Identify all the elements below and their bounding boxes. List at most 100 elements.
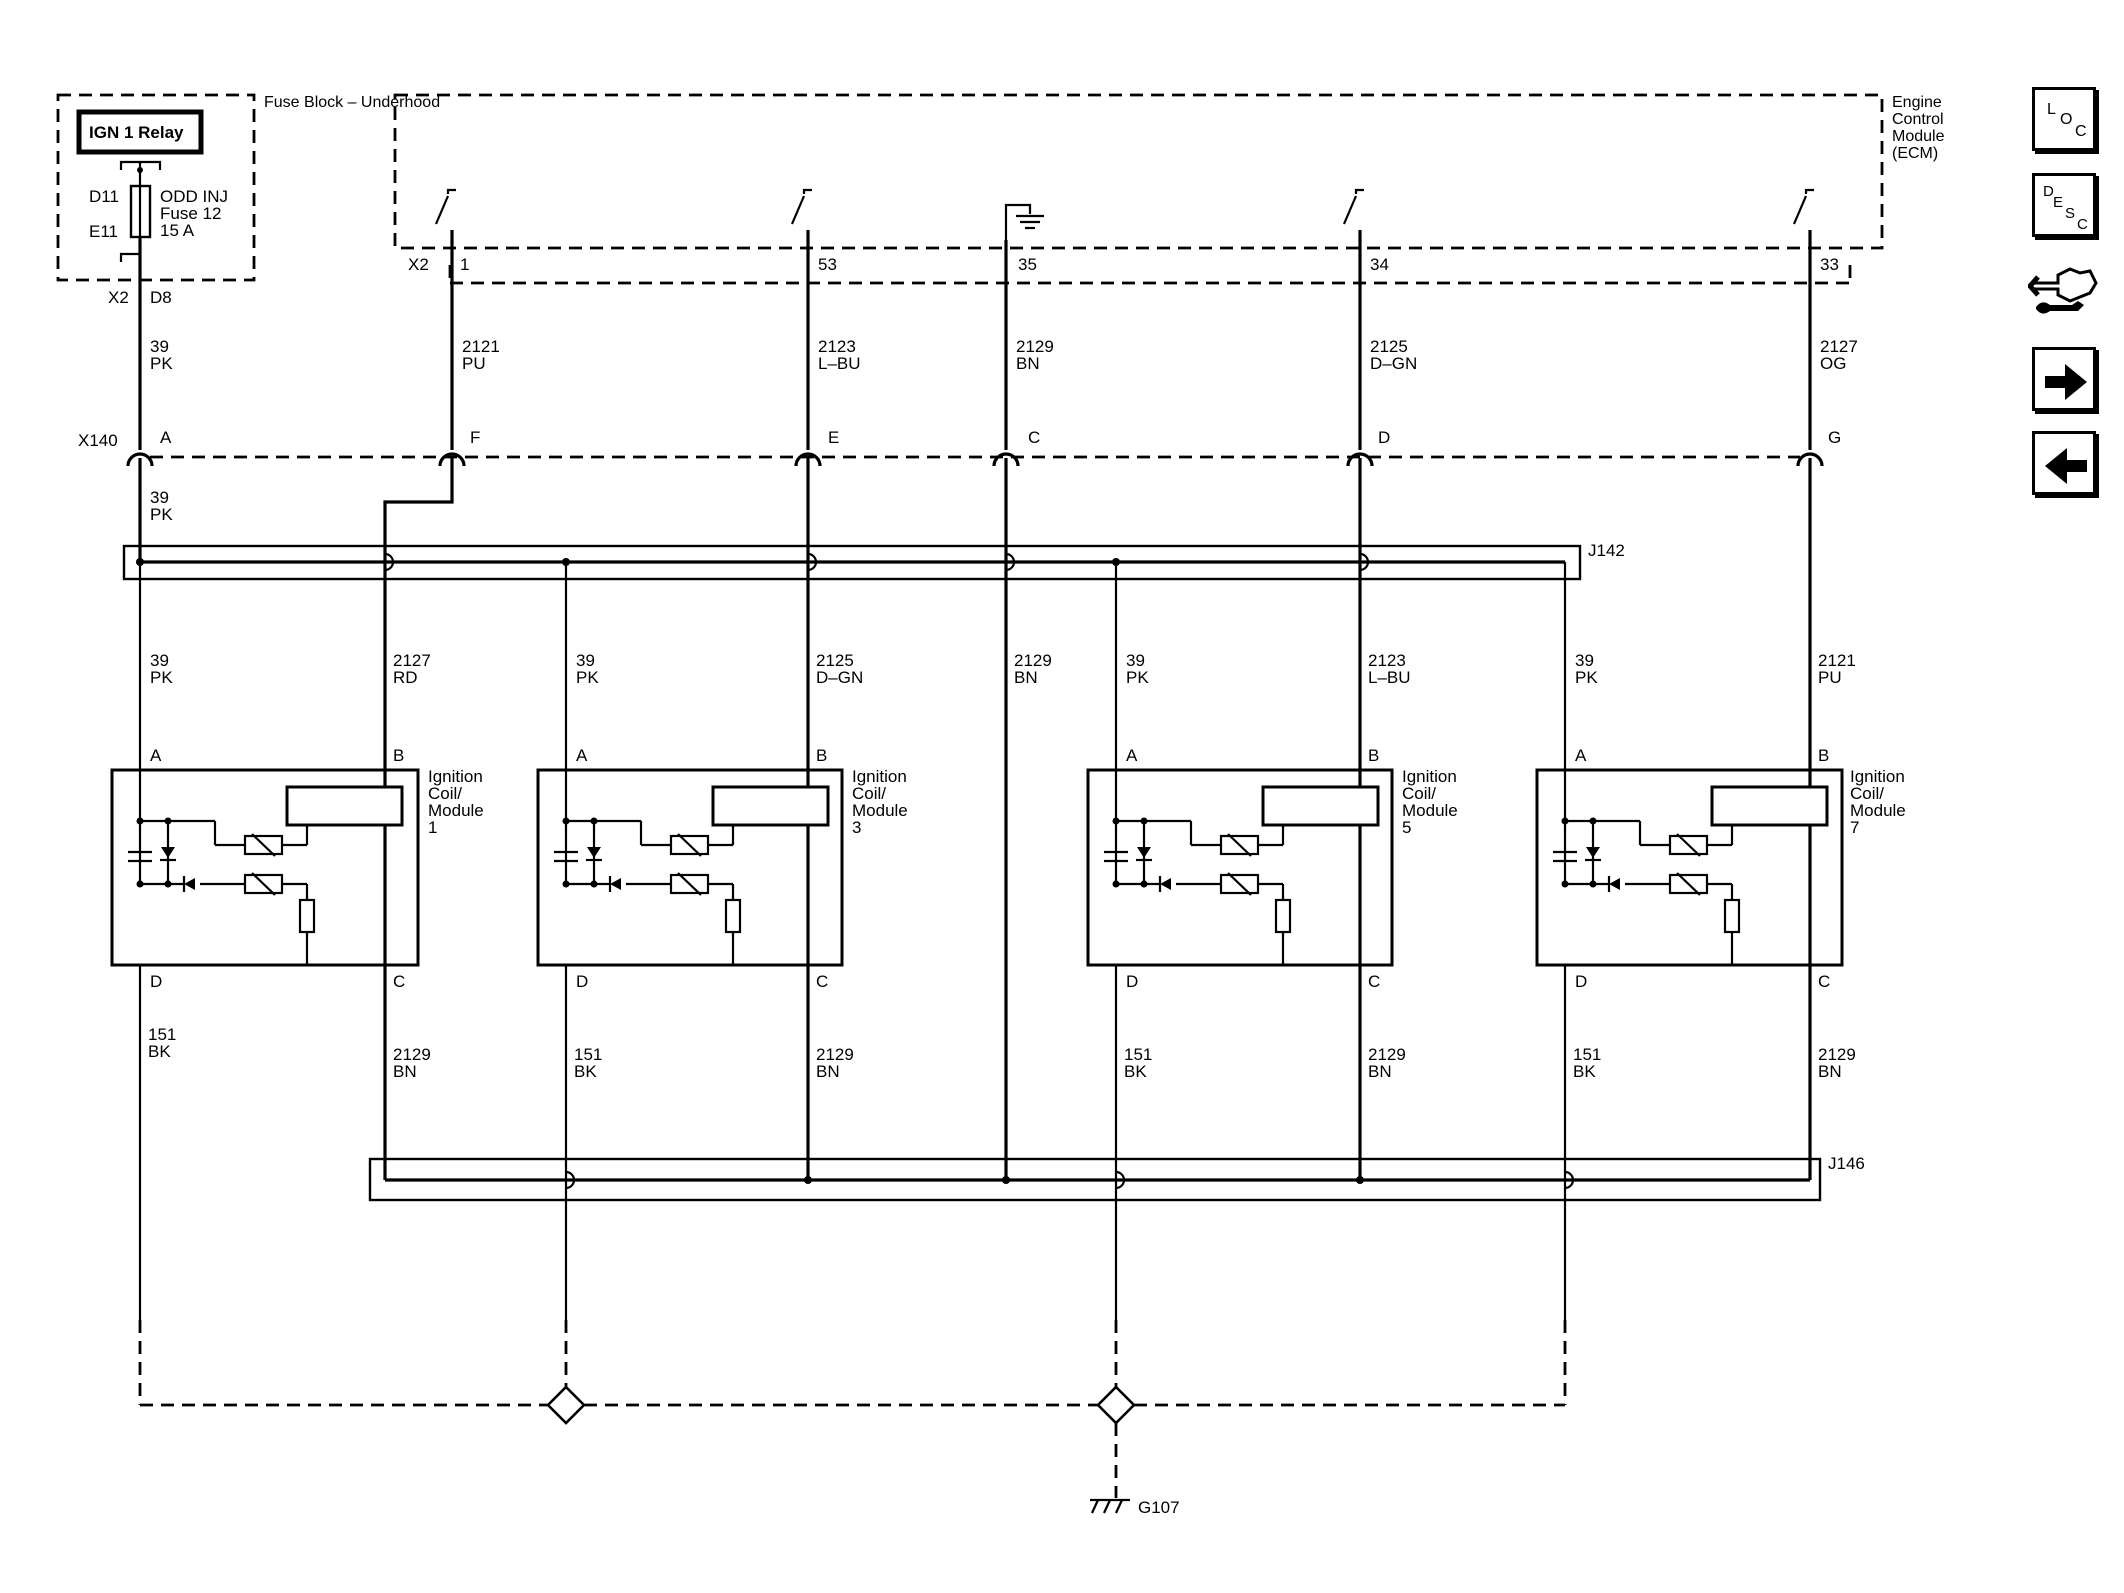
x140-pin-e: E [794, 428, 839, 467]
svg-text:39: 39 [150, 651, 169, 670]
svg-text:2121: 2121 [1818, 651, 1856, 670]
fuse-pin-bottom: E11 [89, 222, 118, 241]
svg-text:A: A [576, 746, 588, 765]
svg-text:PK: PK [576, 668, 599, 687]
splice-j142-label: J142 [1588, 541, 1625, 560]
svg-text:D–GN: D–GN [1370, 354, 1417, 373]
ecm-switch-33 [1792, 188, 1814, 250]
svg-text:C: C [816, 972, 828, 991]
x140-label: X140 [78, 431, 118, 450]
svg-text:A: A [150, 746, 162, 765]
svg-text:151: 151 [1573, 1045, 1601, 1064]
svg-text:B: B [1818, 746, 1829, 765]
previous-page-button[interactable] [2032, 431, 2096, 495]
ecm-pin-1: 1 [460, 255, 469, 274]
ground-g107-label: G107 [1138, 1498, 1180, 1517]
svg-text:O: O [2060, 111, 2072, 128]
fuse-connector: X2 [108, 288, 129, 307]
svg-text:2129: 2129 [1368, 1045, 1406, 1064]
fuse-rating: 15 A [160, 221, 195, 240]
svg-text:2123: 2123 [818, 337, 856, 356]
svg-text:D–GN: D–GN [816, 668, 863, 687]
svg-text:39: 39 [1126, 651, 1145, 670]
ground-g107-symbol: G107 [1090, 1498, 1180, 1517]
svg-text:BK: BK [1124, 1062, 1147, 1081]
svg-text:PU: PU [1818, 668, 1842, 687]
svg-text:39: 39 [576, 651, 595, 670]
svg-text:151: 151 [1124, 1045, 1152, 1064]
arrow-left-icon [2045, 448, 2087, 484]
next-page-button[interactable] [2032, 347, 2096, 411]
fuse-pin-top: D11 [89, 187, 119, 206]
svg-text:BK: BK [574, 1062, 597, 1081]
svg-text:39: 39 [150, 488, 169, 507]
ecm-pin-53: 53 [818, 255, 837, 274]
x140-pin-g: G [1796, 428, 1841, 467]
fuse-number: Fuse 12 [160, 204, 221, 223]
connector-tools-icon [2026, 267, 2098, 314]
arrow-right-icon [2045, 364, 2087, 400]
x140-pin-a: A [126, 428, 172, 467]
svg-text:39: 39 [1575, 651, 1594, 670]
svg-text:2129: 2129 [393, 1045, 431, 1064]
svg-text:2127: 2127 [393, 651, 431, 670]
svg-text:OG: OG [1820, 354, 1846, 373]
svg-text:D: D [1575, 972, 1587, 991]
svg-text:F: F [470, 428, 480, 447]
connector-tools-button[interactable] [2026, 255, 2100, 327]
fuse-block-title: Fuse Block – Underhood [264, 94, 440, 111]
ign1-relay-label: IGN 1 Relay [89, 123, 184, 142]
svg-text:C: C [1818, 972, 1830, 991]
location-button[interactable]: L O C [2032, 87, 2096, 151]
svg-text:D: D [150, 972, 162, 991]
svg-text:BN: BN [816, 1062, 840, 1081]
splice-j146 [368, 1157, 1822, 1202]
svg-text:C: C [2075, 123, 2087, 140]
svg-text:BK: BK [148, 1042, 171, 1061]
svg-text:D: D [2043, 183, 2054, 200]
svg-text:2129: 2129 [1016, 337, 1054, 356]
splice-j142 [122, 544, 1582, 581]
wire-2121-pu-jog [383, 458, 454, 562]
svg-text:2129: 2129 [1818, 1045, 1856, 1064]
x140-pin-f: F [438, 428, 480, 467]
svg-text:C: C [2077, 216, 2088, 233]
ecm-switch-34 [1342, 188, 1364, 250]
svg-text:PK: PK [1126, 668, 1149, 687]
description-button[interactable]: D E S C [2032, 173, 2096, 237]
svg-text:PK: PK [1575, 668, 1598, 687]
svg-text:L: L [2047, 101, 2056, 118]
svg-text:2129: 2129 [816, 1045, 854, 1064]
svg-text:B: B [816, 746, 827, 765]
svg-text:G: G [1828, 428, 1841, 447]
ecm-pin-33: 33 [1820, 255, 1839, 274]
svg-text:PU: PU [462, 354, 486, 373]
svg-text:B: B [1368, 746, 1379, 765]
svg-text:BN: BN [1014, 668, 1038, 687]
splice-j146-label: J146 [1828, 1154, 1865, 1173]
svg-text:D: D [1126, 972, 1138, 991]
svg-text:BN: BN [1818, 1062, 1842, 1081]
svg-text:2127: 2127 [1820, 337, 1858, 356]
